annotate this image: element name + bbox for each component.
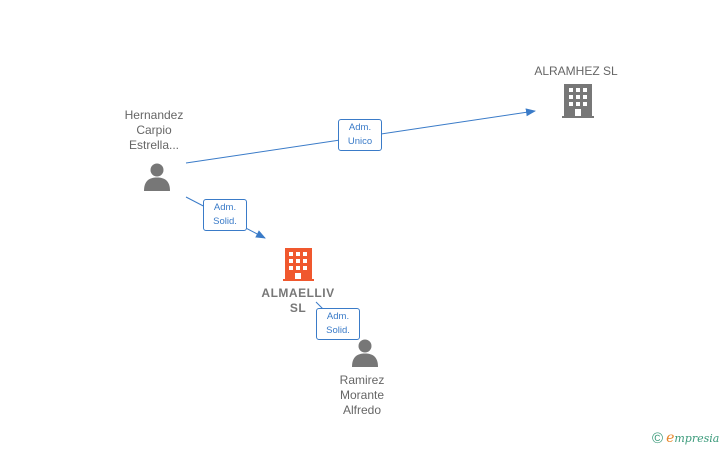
node-label-hernandez[interactable]: Hernandez Carpio Estrella... xyxy=(124,108,184,152)
person-icon[interactable] xyxy=(144,163,170,192)
edge-label-adm-solid: Adm. Solid. xyxy=(203,199,247,231)
building-icon-main[interactable] xyxy=(283,248,314,281)
person-icon[interactable] xyxy=(352,339,378,368)
node-label-ramirez[interactable]: Ramirez Morante Alfredo xyxy=(339,373,385,417)
node-label-almaelliv[interactable]: ALMAELLIV SL xyxy=(261,286,335,315)
edge-label-adm-unico: Adm. Unico xyxy=(338,119,382,151)
edge-label-adm-solid: Adm. Solid. xyxy=(316,308,360,340)
brand-logo[interactable]: © empresia xyxy=(652,429,719,447)
node-label-alramhez[interactable]: ALRAMHEZ SL xyxy=(534,64,618,78)
building-icon[interactable] xyxy=(562,84,594,118)
brand-name: empresia xyxy=(666,430,720,446)
copyright-icon: © xyxy=(652,429,664,447)
